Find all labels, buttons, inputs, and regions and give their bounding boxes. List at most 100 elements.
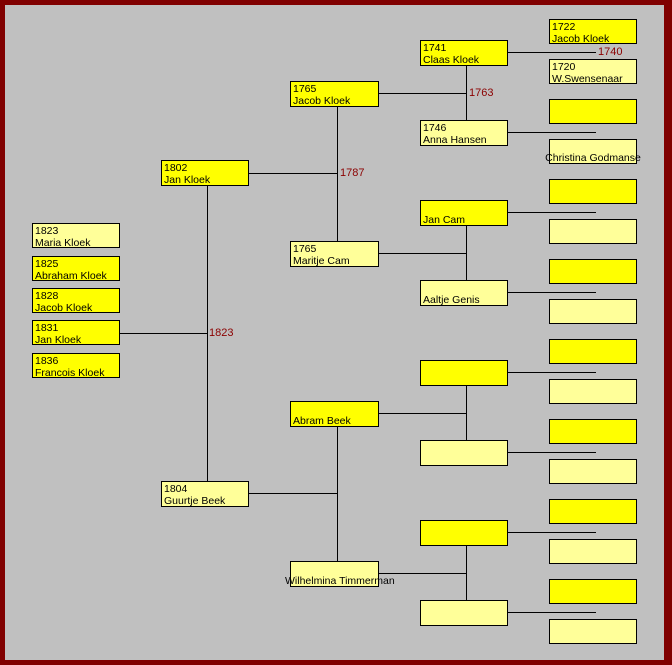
person-birth-year: 1746	[423, 122, 447, 134]
person-box[interactable]	[420, 520, 508, 546]
person-box[interactable]	[549, 99, 637, 124]
person-box[interactable]	[420, 600, 508, 626]
person-box[interactable]	[549, 299, 637, 324]
person-box[interactable]: Wilhelmina Timmerman	[285, 561, 395, 587]
marriage-year: 1823	[209, 327, 234, 339]
person-name: Anna Hansen	[423, 134, 487, 146]
person-birth-year	[423, 202, 507, 214]
person-box[interactable]: Christina Godmanse	[545, 139, 641, 164]
connector-line	[379, 253, 466, 254]
connector-line	[466, 546, 467, 600]
person-box[interactable]	[549, 419, 637, 444]
connector-line	[508, 612, 596, 613]
person-birth-year: 1804	[164, 483, 188, 495]
person-birth-year: 1825	[35, 258, 59, 270]
connector-line	[379, 573, 466, 574]
person-birth-year: 1720	[552, 61, 576, 73]
connector-line	[249, 493, 337, 494]
person-name: Aaltje Genis	[423, 294, 480, 306]
person-birth-year	[423, 602, 507, 614]
person-name: Guurtje Beek	[164, 495, 226, 507]
person-box[interactable]: Jan Cam	[420, 200, 508, 226]
person-box[interactable]	[549, 259, 637, 284]
person-box[interactable]	[549, 619, 637, 644]
person-birth-year	[552, 301, 636, 313]
person-name: Jacob Kloek	[293, 95, 351, 107]
person-name: Jan Cam	[423, 214, 466, 226]
person-box[interactable]	[549, 219, 637, 244]
person-birth-year: 1741	[423, 42, 447, 54]
person-name: Jan Kloek	[35, 334, 82, 346]
person-box[interactable]	[549, 459, 637, 484]
connector-line	[337, 107, 338, 241]
person-box[interactable]: Aaltje Genis	[420, 280, 508, 306]
person-box[interactable]	[549, 579, 637, 604]
person-birth-year	[552, 381, 636, 393]
person-box[interactable]	[420, 440, 508, 466]
marriage-year: 1740	[598, 46, 623, 58]
person-birth-year	[423, 442, 507, 454]
person-name: Maritje Cam	[293, 255, 350, 267]
person-birth-year: 1765	[293, 243, 317, 255]
person-birth-year	[552, 261, 636, 273]
person-name: Jacob Kloek	[35, 302, 93, 314]
connector-line	[466, 66, 467, 120]
person-box[interactable]: Abram Beek	[290, 401, 379, 427]
person-birth-year: 1828	[35, 290, 59, 302]
person-birth-year: 1722	[552, 21, 576, 33]
person-birth-year	[423, 362, 507, 374]
connector-line	[249, 173, 337, 174]
person-birth-year	[552, 221, 636, 233]
connector-line	[337, 427, 338, 561]
connector-line	[508, 132, 596, 133]
person-name: Francois Kloek	[35, 367, 105, 379]
person-box[interactable]	[549, 339, 637, 364]
marriage-year: 1763	[469, 87, 494, 99]
connector-line	[508, 292, 596, 293]
person-name: Maria Kloek	[35, 237, 91, 249]
person-name: Claas Kloek	[423, 54, 480, 66]
person-box[interactable]	[549, 499, 637, 524]
person-birth-year	[552, 181, 636, 193]
person-birth-year	[552, 581, 636, 593]
person-name: Abram Beek	[293, 415, 351, 427]
connector-line	[508, 212, 596, 213]
person-birth-year: 1831	[35, 322, 59, 334]
person-birth-year	[552, 101, 636, 113]
person-birth-year	[552, 541, 636, 553]
person-birth-year: 1823	[35, 225, 59, 237]
person-name: Wilhelmina Timmerman	[285, 575, 395, 587]
person-birth-year: 1765	[293, 83, 317, 95]
connector-line	[508, 372, 596, 373]
connector-line	[508, 532, 596, 533]
person-birth-year	[552, 421, 636, 433]
person-birth-year	[552, 461, 636, 473]
person-birth-year: 1836	[35, 355, 59, 367]
person-box[interactable]	[549, 179, 637, 204]
person-birth-year	[552, 621, 636, 633]
person-name: Abraham Kloek	[35, 270, 107, 282]
person-box[interactable]	[549, 539, 637, 564]
person-birth-year	[423, 282, 507, 294]
person-birth-year	[552, 501, 636, 513]
person-box[interactable]	[420, 360, 508, 386]
person-birth-year	[552, 341, 636, 353]
connector-line	[379, 93, 466, 94]
connector-line	[466, 226, 467, 280]
person-name: Jan Kloek	[164, 174, 211, 186]
person-box[interactable]	[549, 379, 637, 404]
